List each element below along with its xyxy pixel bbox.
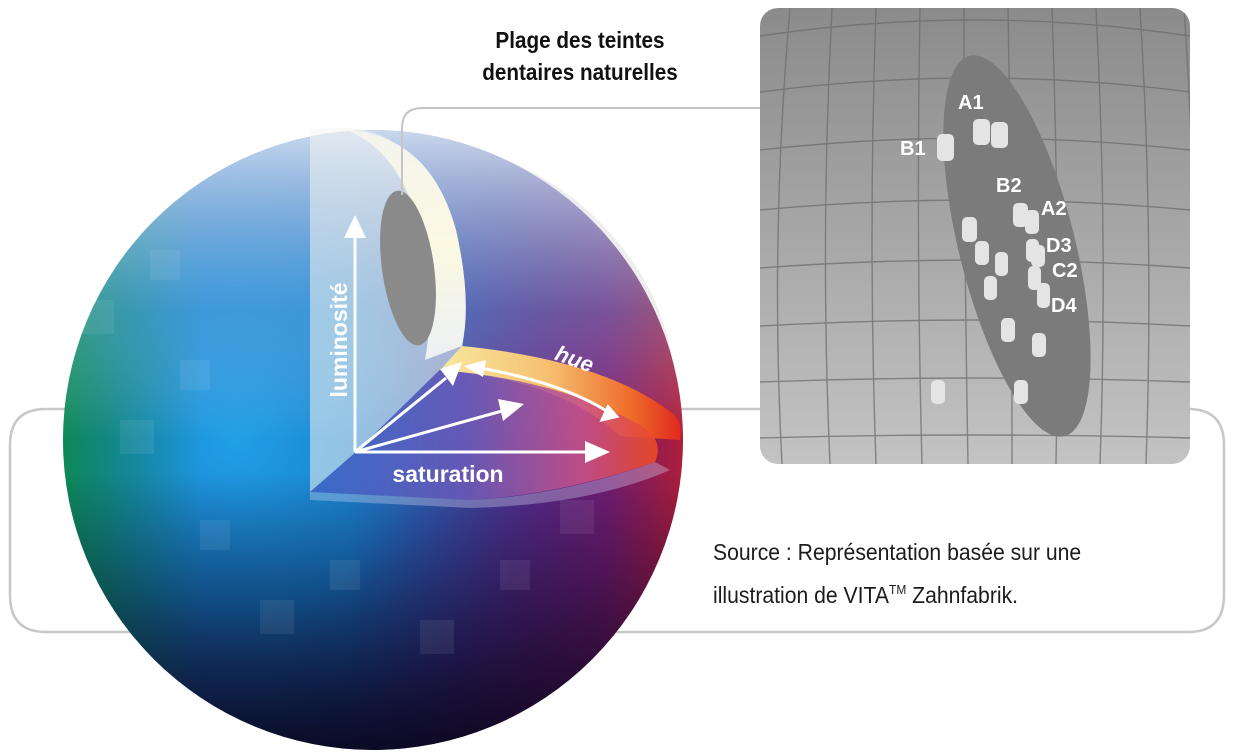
shade-swatches bbox=[931, 119, 1050, 404]
source-caption: Source : Représentation basée sur une il… bbox=[713, 533, 1145, 614]
source-line-2: illustration de VITATM Zahnfabrik. bbox=[713, 571, 1145, 614]
shade-label-b2: B2 bbox=[996, 175, 1022, 197]
source-line-2-suffix: Zahnfabrik. bbox=[906, 582, 1019, 608]
title-line-1: Plage des teintes bbox=[495, 27, 665, 53]
tooth-shade-zone-small bbox=[380, 190, 436, 346]
callout-title: Plage des teintes dentaires naturelles bbox=[436, 24, 724, 88]
saturation-axis-label: saturation bbox=[392, 461, 503, 487]
shade-label-d3: D3 bbox=[1046, 235, 1072, 257]
shade-label-a1: A1 bbox=[958, 92, 984, 114]
source-line-2-prefix: illustration de VITA bbox=[713, 582, 890, 608]
shade-zoom-panel: A1 B1 B2 A2 D3 C2 D4 bbox=[760, 8, 1190, 464]
front-plane bbox=[310, 462, 670, 508]
title-line-2: dentaires naturelles bbox=[482, 59, 678, 85]
shade-label-a2: A2 bbox=[1041, 198, 1067, 220]
source-line-1: Source : Représentation basée sur une bbox=[713, 539, 1082, 565]
shade-label-d4: D4 bbox=[1051, 295, 1077, 317]
saturation-plane bbox=[310, 370, 658, 500]
luminosity-axis-label: luminosité bbox=[326, 282, 352, 397]
callout-leader bbox=[401, 107, 922, 195]
top-slab bbox=[346, 130, 466, 360]
trademark-mark: TM bbox=[889, 582, 907, 597]
tooth-shade-zone bbox=[943, 55, 1091, 437]
shade-label-c2: C2 bbox=[1052, 260, 1078, 282]
shade-label-b1: B1 bbox=[900, 138, 926, 160]
axes bbox=[344, 215, 620, 463]
